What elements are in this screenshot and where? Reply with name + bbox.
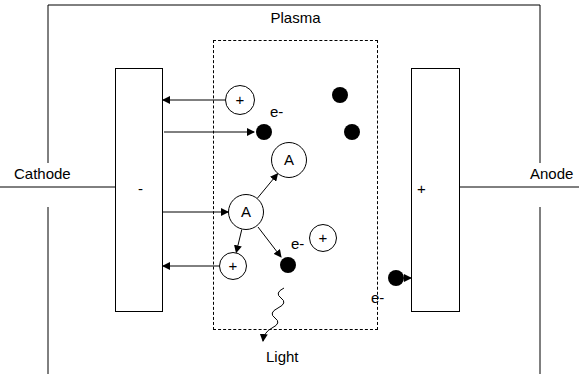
- light-wave: [263, 288, 284, 341]
- motion-arrow: [257, 174, 277, 198]
- polarity-sign: +: [417, 181, 426, 198]
- positive-ion: +: [225, 85, 255, 115]
- atom-circle: A: [271, 142, 307, 178]
- electrode-name: Anode: [530, 166, 573, 183]
- positive-ion: +: [309, 224, 337, 252]
- particle-symbol: A: [241, 204, 251, 221]
- motion-arrow: [236, 230, 242, 253]
- plasma-region: Plasma+AA++: [213, 40, 378, 330]
- motion-arrow: [163, 212, 228, 213]
- particle-symbol: +: [319, 230, 328, 247]
- particle-symbol: +: [236, 92, 245, 109]
- cathode-plate: -: [115, 68, 163, 312]
- polarity-sign: -: [138, 181, 143, 198]
- circuit-wire: [0, 5, 579, 374]
- particle-symbol: +: [229, 258, 238, 275]
- electron-label: e-: [291, 236, 304, 253]
- region-title: Plasma: [214, 10, 377, 27]
- electrode-name: Cathode: [14, 166, 71, 183]
- anode-plate: +: [411, 68, 460, 312]
- electron-arrow: [164, 132, 411, 278]
- motion-arrow: [163, 266, 219, 267]
- electron-label: e-: [371, 290, 384, 307]
- positive-ion: +: [219, 252, 247, 280]
- light-label: Light: [266, 349, 299, 366]
- motion-arrow: [163, 100, 225, 101]
- electron-dot: [256, 87, 404, 286]
- atom-circle: A: [228, 194, 264, 230]
- particle-symbol: A: [284, 152, 294, 169]
- electron-label: e-: [270, 104, 283, 121]
